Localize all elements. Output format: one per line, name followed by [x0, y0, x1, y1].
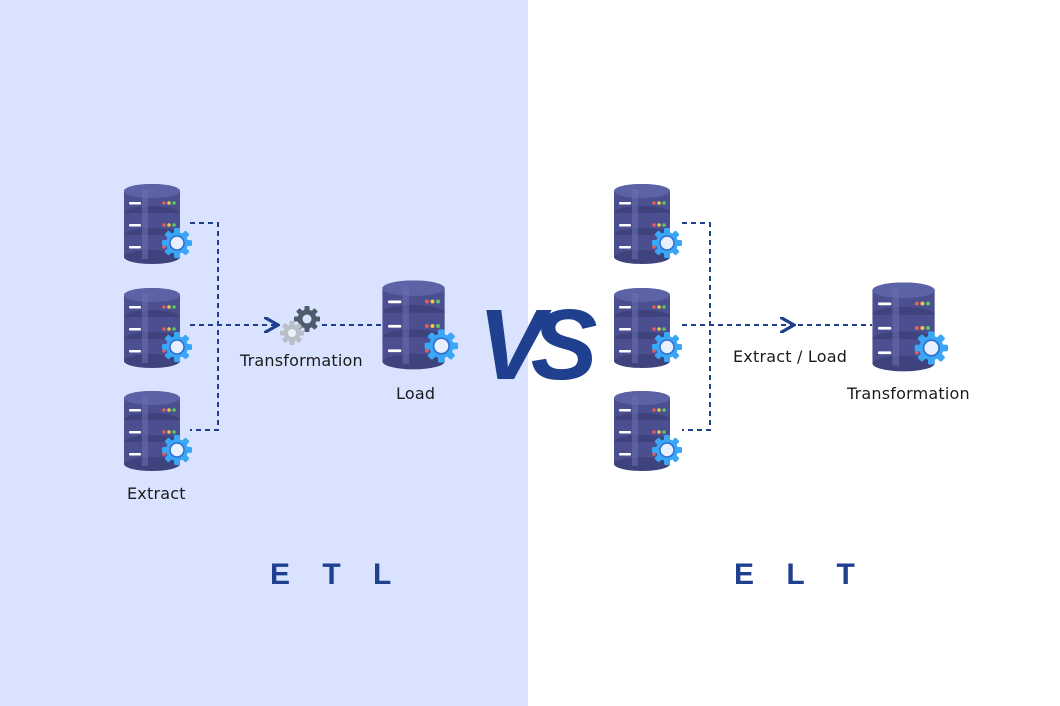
etl-title: E T L [270, 558, 404, 591]
vs-logo: VS [478, 289, 597, 401]
elt-source-database-3-icon [610, 390, 682, 474]
etl-source-database-2-icon [120, 287, 192, 371]
etl-source-database-1-icon [120, 183, 192, 267]
etl-source-database-3-icon [120, 390, 192, 474]
elt-transformation-label: Transformation [847, 384, 970, 403]
elt-target-database-icon [868, 280, 948, 376]
etl-extract-label: Extract [127, 484, 186, 503]
etl-target-database-icon [378, 278, 458, 374]
elt-source-database-2-icon [610, 287, 682, 371]
elt-source-database-1-icon [610, 183, 682, 267]
etl-transformation-label: Transformation [240, 351, 363, 370]
elt-title: E L T [734, 558, 867, 591]
transformation-gears-icon [280, 306, 320, 345]
elt-extract-load-label: Extract / Load [733, 347, 848, 366]
etl-load-label: Load [396, 384, 436, 403]
